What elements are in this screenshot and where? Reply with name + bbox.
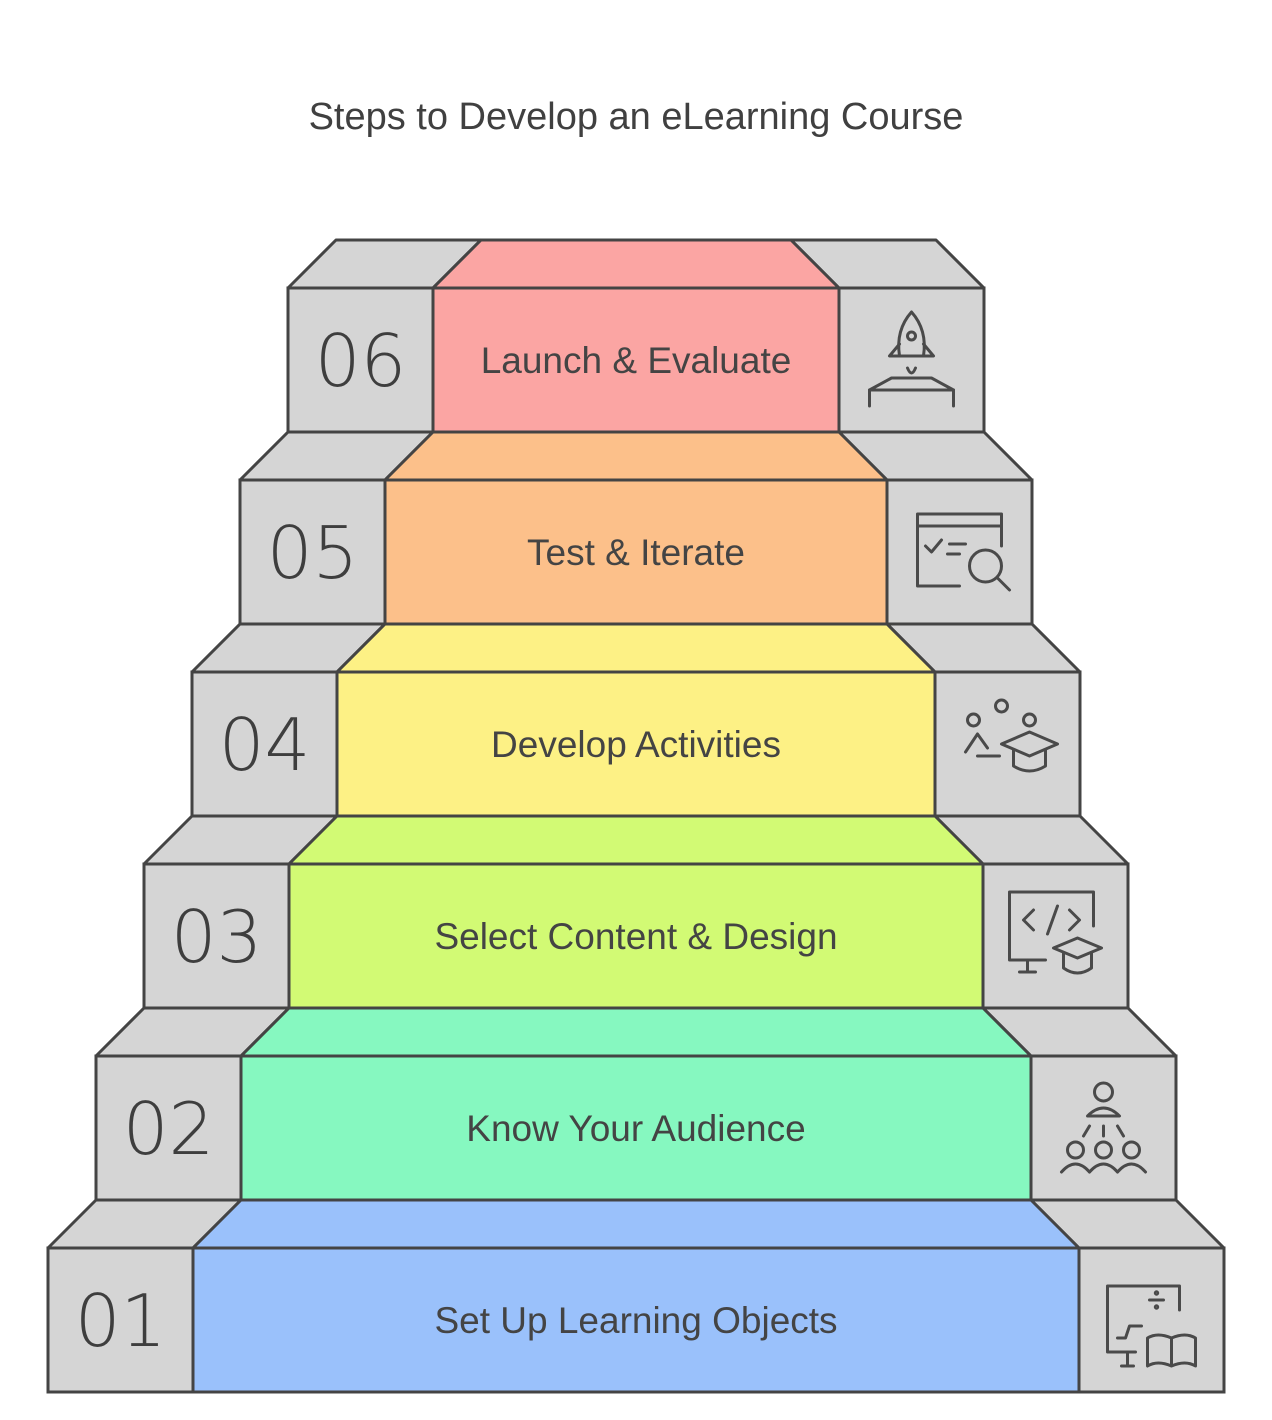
- step-02: 02 Know Your Audience: [94, 1006, 1178, 1202]
- step-number: 01: [75, 1279, 167, 1363]
- step-06: 06 Launch & Evaluate: [286, 238, 986, 434]
- step-tread-center: [431, 238, 841, 290]
- step-number-panel: [94, 1054, 243, 1202]
- step-tread-center: [383, 430, 889, 482]
- step-04: 04 Develop Activities: [190, 622, 1082, 818]
- step-number: 06: [315, 319, 407, 403]
- step-03: 03 Select Content & Design: [142, 814, 1130, 1010]
- step-label: Test & Iterate: [527, 532, 745, 573]
- step-label-panel: [287, 862, 985, 1010]
- step-label-panel: [239, 1054, 1033, 1202]
- step-icon-panel: [981, 862, 1130, 1010]
- step-icon-panel: [837, 286, 986, 434]
- step-label: Set Up Learning Objects: [434, 1300, 837, 1341]
- step-05: 05 Test & Iterate: [238, 430, 1034, 626]
- step-number: 03: [171, 895, 263, 979]
- step-icon-panel: [1077, 1246, 1226, 1394]
- step-label-panel: [383, 478, 889, 626]
- step-label: Develop Activities: [491, 724, 781, 765]
- activities-graduation-icon: [964, 698, 1059, 773]
- step-tread-center: [239, 1006, 1033, 1058]
- step-label: Launch & Evaluate: [481, 340, 792, 381]
- step-number-panel: [286, 286, 435, 434]
- step-number-panel: [142, 862, 291, 1010]
- step-number-panel: [46, 1246, 195, 1394]
- step-label: Select Content & Design: [434, 916, 837, 957]
- monitor-code-graduation-icon: [1008, 890, 1103, 975]
- step-number: 04: [219, 703, 311, 787]
- step-01: 01 Set Up Learning Objects: [46, 1198, 1226, 1394]
- step-number: 05: [267, 511, 359, 595]
- step-tread-center: [191, 1198, 1081, 1250]
- step-number-panel: [190, 670, 339, 818]
- step-tread-center: [287, 814, 985, 866]
- test-checklist-magnifier-icon: [916, 512, 1011, 592]
- step-label-panel: [335, 670, 937, 818]
- step-label-panel: [431, 286, 841, 434]
- step-number-panel: [238, 478, 387, 626]
- diagram-title: Steps to Develop an eLearning Course: [308, 96, 964, 138]
- audience-group-icon: [1060, 1081, 1147, 1174]
- rocket-launch-icon: [868, 310, 955, 408]
- step-label-panel: [191, 1246, 1081, 1394]
- step-number: 02: [123, 1087, 215, 1171]
- whiteboard-book-icon: [1106, 1284, 1197, 1368]
- step-tread-center: [335, 622, 937, 674]
- step-icon-panel: [885, 478, 1034, 626]
- step-label: Know Your Audience: [466, 1108, 805, 1149]
